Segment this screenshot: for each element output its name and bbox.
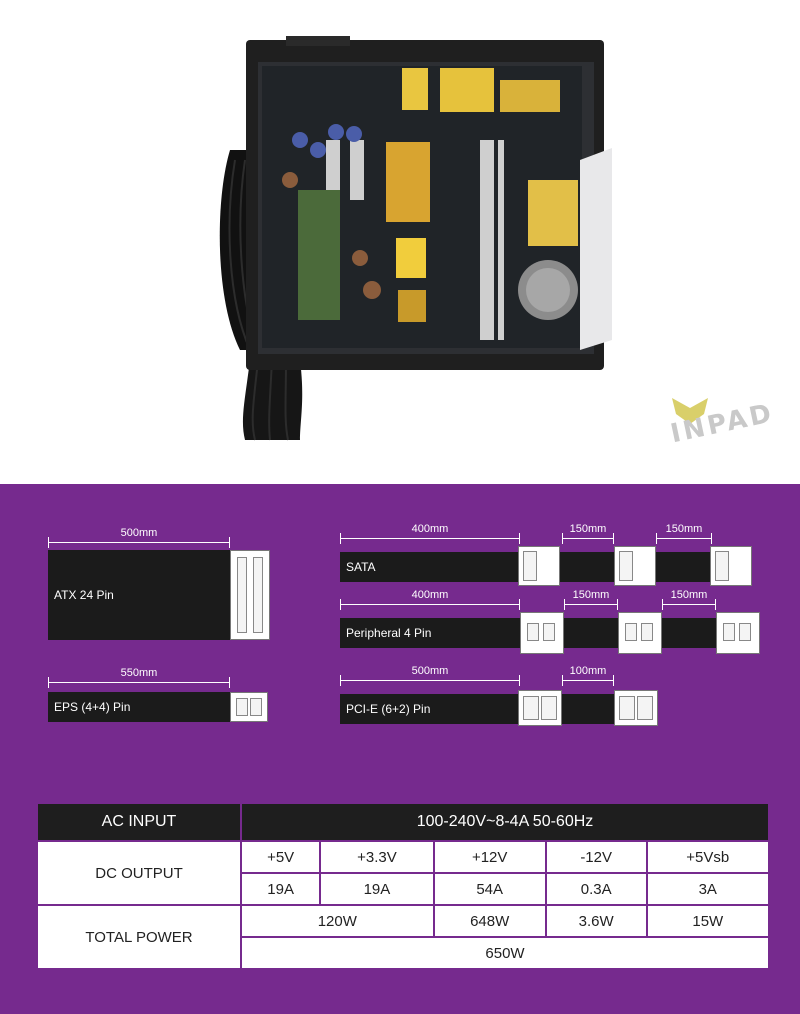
power-5vsb: 15W: [645, 904, 771, 938]
peripheral-length-dimension: 400mm: [340, 589, 520, 610]
peripheral-gap-1-dimension: 150mm: [564, 589, 618, 610]
pcie-length: 500mm: [411, 665, 449, 677]
atx-length-dimension: 500mm: [48, 527, 230, 548]
sata-gap-2-dimension: 150mm: [656, 523, 712, 544]
total-power-value: 650W: [240, 936, 770, 970]
eps-cable: EPS (4+4) Pin: [48, 692, 230, 722]
peripheral-label: Peripheral 4 Pin: [346, 626, 432, 640]
atx-length: 500mm: [120, 527, 158, 539]
rail-5vsb: +5Vsb: [645, 840, 771, 874]
ac-input-value: 100-240V~8-4A 50-60Hz: [240, 802, 770, 842]
power-spec-table: AC INPUT 100-240V~8-4A 50-60Hz DC OUTPUT…: [36, 802, 771, 970]
current-5vsb: 3A: [645, 872, 771, 906]
pcie-cable-segment: [562, 694, 616, 724]
current-3v3: 19A: [319, 872, 435, 906]
eps-label: EPS (4+4) Pin: [54, 700, 131, 714]
dc-output-label: DC OUTPUT: [36, 840, 242, 906]
peripheral-cable-segment-1: [564, 618, 620, 648]
pcie-connector-2: [614, 690, 658, 726]
atx-cable: ATX 24 Pin: [48, 550, 230, 640]
spec-panel: 500mm ATX 24 Pin 550mm EPS (4+4) Pin 400…: [0, 484, 800, 1014]
peripheral-gap-2-dimension: 150mm: [662, 589, 716, 610]
sata-label: SATA: [346, 560, 376, 574]
rail-12v: +12V: [432, 840, 547, 874]
atx-label: ATX 24 Pin: [54, 588, 114, 602]
sata-connector-3: [710, 546, 752, 586]
pcie-gap: 100mm: [569, 665, 607, 677]
peripheral-connector-1: [520, 612, 564, 654]
rail-neg12v: -12V: [544, 840, 648, 874]
power-5v-3v3: 120W: [240, 904, 435, 938]
pcie-connector-1: [518, 690, 562, 726]
peripheral-gap-1: 150mm: [572, 589, 610, 601]
ac-input-label: AC INPUT: [36, 802, 242, 842]
sata-gap-2: 150mm: [665, 523, 703, 535]
power-12v: 648W: [432, 904, 547, 938]
peripheral-gap-2: 150mm: [670, 589, 708, 601]
current-neg12v: 0.3A: [544, 872, 648, 906]
sata-gap-1-dimension: 150mm: [562, 523, 614, 544]
pcie-label: PCI-E (6+2) Pin: [346, 702, 431, 716]
sata-cable-segment-2: [656, 552, 712, 582]
rail-5v: +5V: [239, 840, 322, 874]
atx-connector: [230, 550, 270, 640]
current-5v: 19A: [239, 872, 322, 906]
peripheral-connector-3: [716, 612, 760, 654]
pcie-cable: PCI-E (6+2) Pin: [340, 694, 520, 724]
total-power-label: TOTAL POWER: [36, 904, 242, 970]
sata-cable: SATA: [340, 552, 520, 582]
eps-length-dimension: 550mm: [48, 667, 230, 688]
pcie-gap-dimension: 100mm: [562, 665, 614, 686]
sata-gap-1: 150mm: [569, 523, 607, 535]
sata-connector-2: [614, 546, 656, 586]
eps-length: 550mm: [120, 667, 158, 679]
psu-photo: INPAD: [0, 0, 800, 484]
power-neg12v: 3.6W: [544, 904, 648, 938]
peripheral-length: 400mm: [411, 589, 449, 601]
current-12v: 54A: [432, 872, 547, 906]
psu-internals-image: [219, 36, 708, 441]
peripheral-cable: Peripheral 4 Pin: [340, 618, 520, 648]
sata-cable-segment-1: [560, 552, 616, 582]
peripheral-cable-segment-2: [662, 618, 718, 648]
sata-length: 400mm: [411, 523, 449, 535]
pcie-length-dimension: 500mm: [340, 665, 520, 686]
sata-connector-1: [518, 546, 560, 586]
sata-length-dimension: 400mm: [340, 523, 520, 544]
rail-3v3: +3.3V: [319, 840, 435, 874]
eps-connector: [230, 692, 268, 722]
peripheral-connector-2: [618, 612, 662, 654]
